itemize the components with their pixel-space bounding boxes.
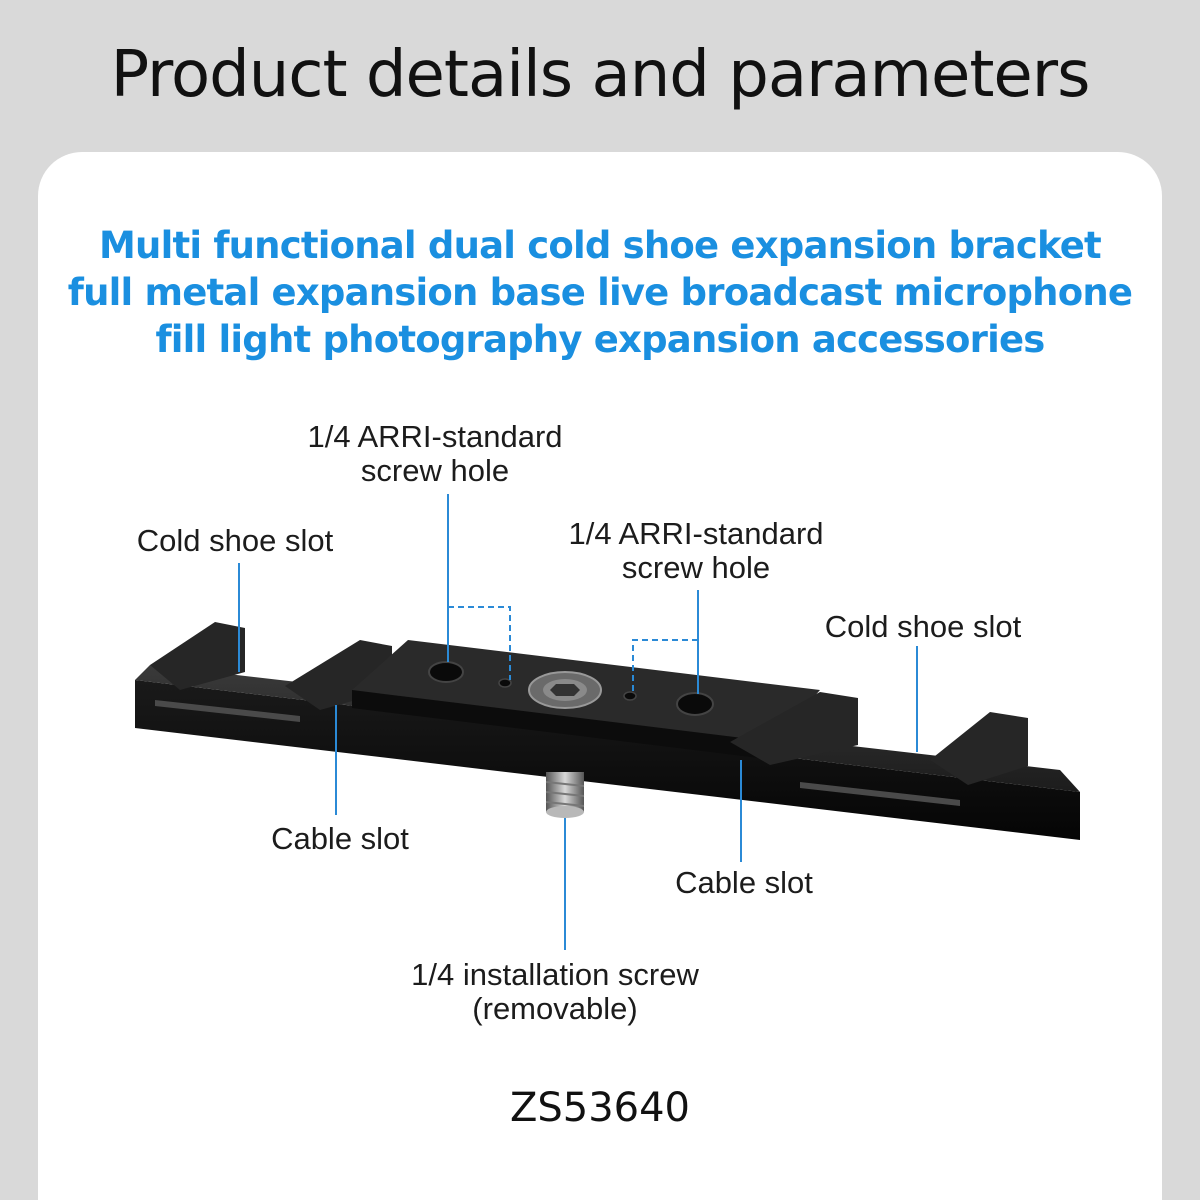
label-cable-left: Cable slot [271,821,409,856]
headline-line-1: Multi functional dual cold shoe expansio… [99,224,1102,267]
label-cold-shoe-left: Cold shoe slot [136,523,334,558]
label-arri-right: 1/4 ARRI-standard screw hole [568,516,824,585]
leader-lines [238,494,918,950]
label-install-screw: 1/4 installation screw (removable) [411,957,699,1026]
product-headline: Multi functional dual cold shoe expansio… [0,222,1200,363]
model-number: ZS53640 [509,1085,691,1131]
installation-screw [545,772,585,818]
screw-holes [428,661,714,716]
label-cable-right: Cable slot [675,865,813,900]
bracket-body [135,622,1080,840]
center-hex-screw [528,671,602,709]
label-cold-shoe-right: Cold shoe slot [824,609,1022,644]
page-title: Product details and parameters [110,38,1091,112]
headline-line-2: full metal expansion base live broadcast… [67,271,1133,314]
leader-arri-right-dashed [632,639,698,692]
leader-arri-left-dashed [448,606,511,680]
label-arri-left: 1/4 ARRI-standard screw hole [307,419,563,488]
headline-line-3: fill light photography expansion accesso… [155,318,1045,361]
